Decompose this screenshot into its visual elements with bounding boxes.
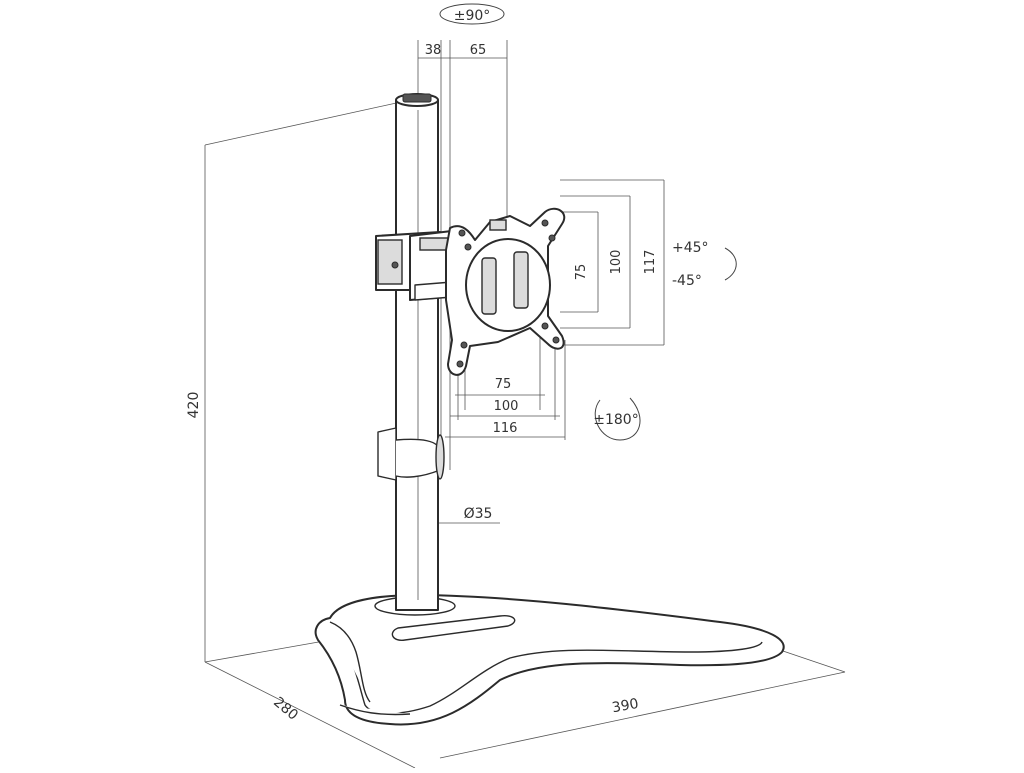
rotation-plate-label: ±180° <box>593 412 638 428</box>
base <box>314 594 785 726</box>
vesa-h-large-label: 100 <box>494 399 519 414</box>
vesa-v-small-label: 75 <box>574 264 589 281</box>
pole <box>377 93 445 611</box>
vesa-v-large-label: 100 <box>609 250 624 275</box>
plate-width-label: 116 <box>493 421 518 436</box>
rotation-top-label: ±90° <box>454 8 491 24</box>
base-width-label: 390 <box>611 696 640 716</box>
tilt-up-label: +45° <box>672 240 709 256</box>
vesa-plate <box>445 207 566 376</box>
dimension-lines <box>204 40 846 769</box>
height-label: 420 <box>186 392 202 419</box>
rotation-arrows <box>439 3 737 441</box>
vesa-h-small-label: 75 <box>495 377 512 392</box>
offset-right-label: 65 <box>470 43 487 58</box>
tilt-down-label: -45° <box>672 273 702 289</box>
base-depth-label: 280 <box>270 694 301 723</box>
plate-height-label: 117 <box>643 250 658 275</box>
offset-left-label: 38 <box>425 43 442 58</box>
dimension-labels: ±90° 38 65 420 75 100 117 +45° -45° 75 1… <box>186 8 709 724</box>
pole-diameter-label: Ø35 <box>464 506 493 522</box>
